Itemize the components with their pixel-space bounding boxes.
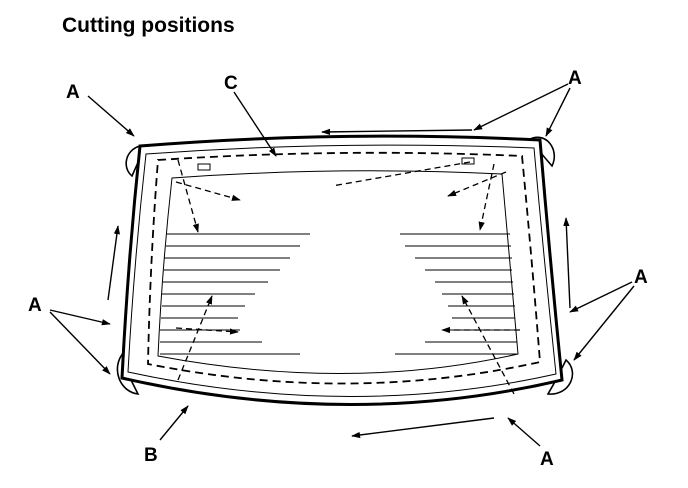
leader-a-left-2 bbox=[49, 311, 111, 375]
leader-a-top-right-1 bbox=[473, 83, 569, 131]
cutting-line bbox=[147, 151, 541, 385]
diagram-title: Cutting positions bbox=[62, 14, 235, 37]
mount-marker-right bbox=[461, 157, 475, 165]
leader-a-left-1 bbox=[49, 309, 111, 326]
corner-tab-top-left bbox=[125, 144, 141, 178]
cut-arrow-tr-down bbox=[478, 163, 495, 231]
pull-arrow-right bbox=[563, 217, 571, 309]
leader-a-bottom bbox=[507, 417, 541, 447]
callout-a-bottom: A bbox=[540, 449, 554, 470]
pull-arrow-bottom bbox=[351, 417, 495, 439]
defroster-grid bbox=[160, 233, 517, 355]
cut-arrow-tl-right bbox=[175, 181, 241, 201]
leader-a-right-2 bbox=[573, 285, 635, 361]
pull-arrow-top bbox=[321, 128, 473, 136]
cut-arrow-top-center bbox=[331, 161, 471, 187]
leader-a-top-right-2 bbox=[545, 87, 571, 137]
callout-a-left: A bbox=[28, 295, 42, 316]
callout-a-top-left: A bbox=[66, 82, 80, 103]
callout-c: C bbox=[224, 73, 238, 94]
leader-a-top-left bbox=[87, 95, 135, 137]
cut-arrow-tl-down bbox=[177, 159, 199, 233]
cut-arrow-bl-right bbox=[175, 327, 239, 335]
cutting-direction-arrows bbox=[175, 159, 520, 395]
callout-b: B bbox=[144, 445, 158, 466]
callout-leaders bbox=[49, 83, 635, 447]
glass-inner-edge bbox=[127, 144, 557, 397]
leader-c bbox=[233, 91, 277, 157]
leader-a-right-1 bbox=[569, 281, 633, 313]
callout-a-top-right: A bbox=[568, 68, 582, 89]
glass-outer-edge bbox=[120, 134, 564, 406]
cut-arrow-bl-up bbox=[177, 295, 213, 381]
pull-arrow-left bbox=[107, 225, 121, 301]
mount-marker-left bbox=[197, 163, 211, 171]
cut-arrow-tr-left bbox=[447, 171, 507, 197]
frit-border bbox=[157, 170, 519, 374]
pull-direction-arrows bbox=[107, 128, 571, 439]
leader-b bbox=[159, 405, 189, 441]
cut-arrow-br-up bbox=[461, 295, 515, 395]
callout-a-right: A bbox=[634, 267, 648, 288]
